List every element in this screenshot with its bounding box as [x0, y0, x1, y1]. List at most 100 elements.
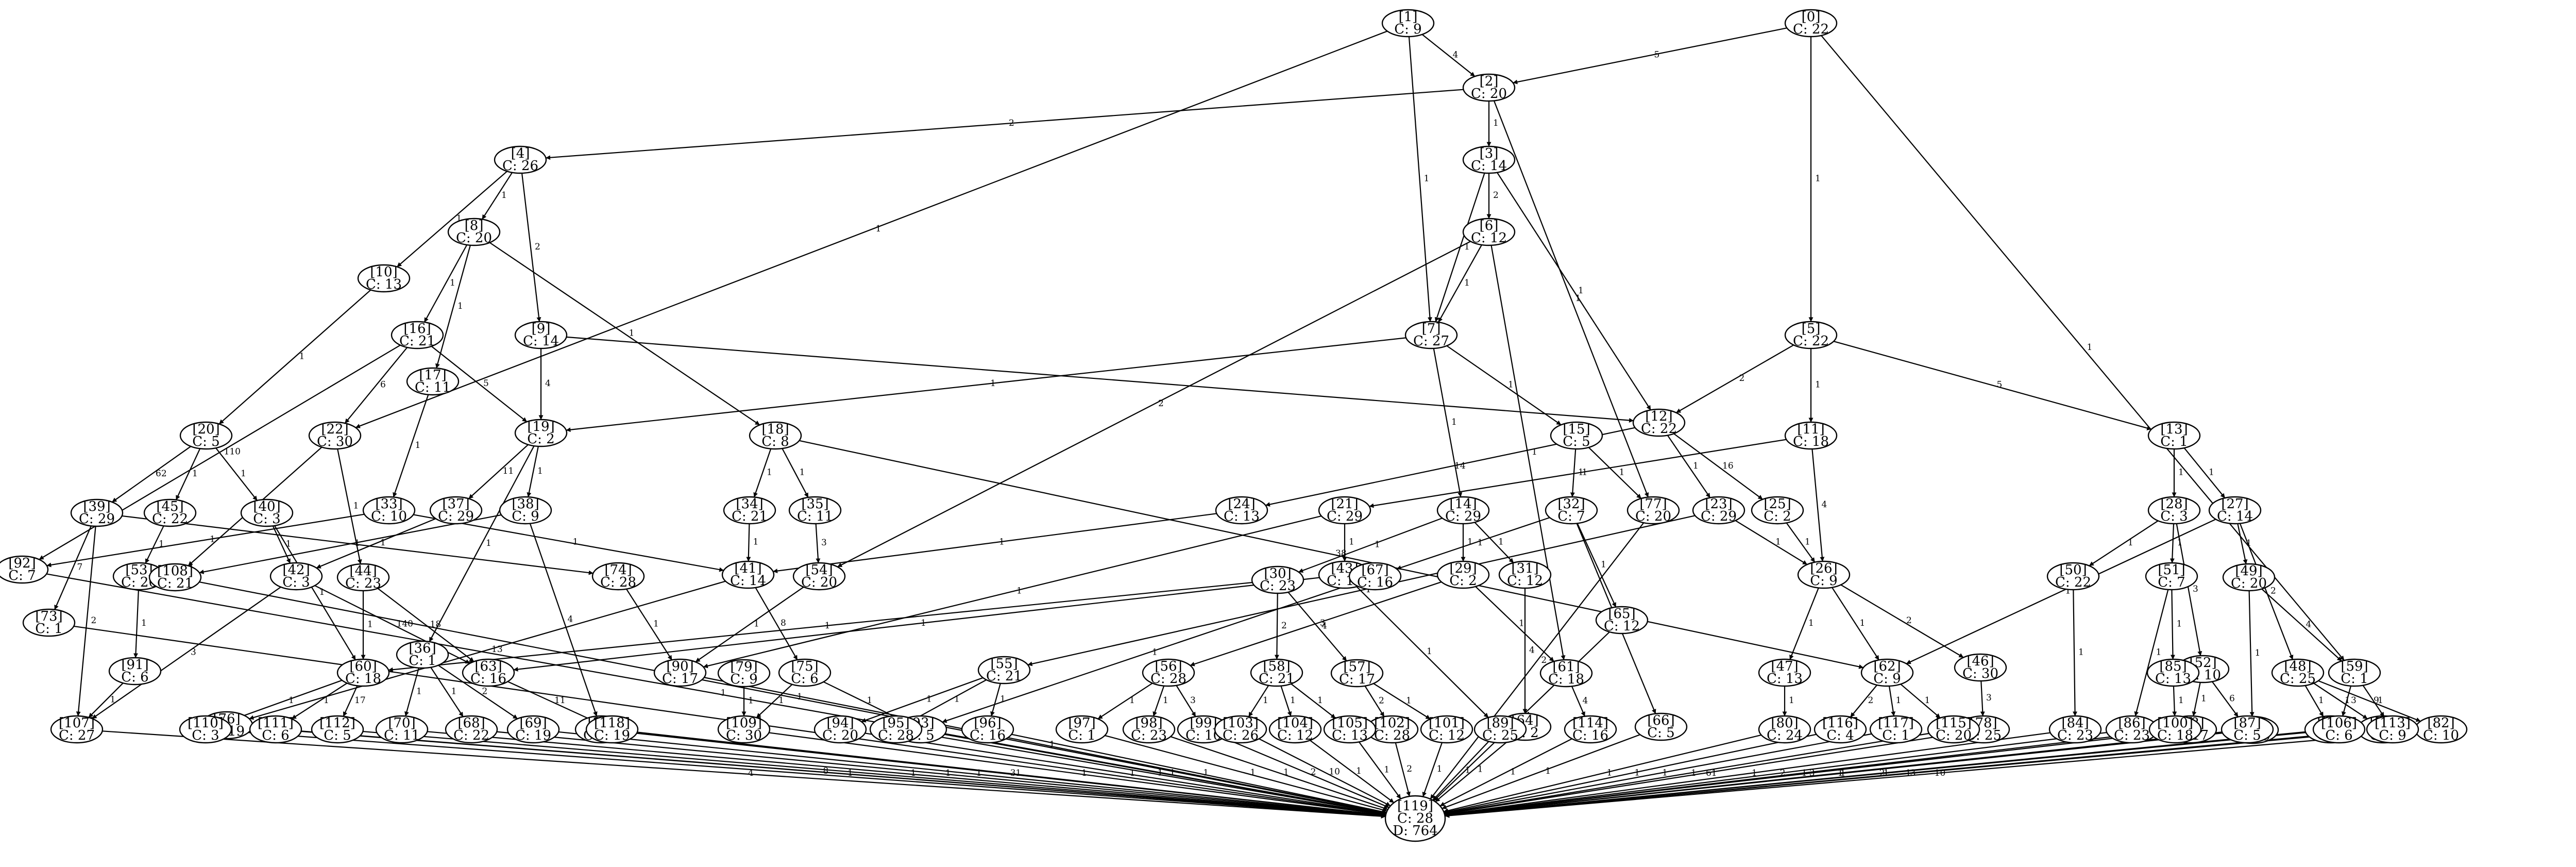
node-21: [21]C: 29	[1318, 496, 1371, 525]
edge-label-80-119: 1	[1606, 768, 1612, 778]
edge-39-73	[54, 525, 92, 610]
edge-4-8	[481, 172, 513, 220]
edge-label-17-33: 1	[415, 440, 421, 451]
edge-label-29-56: 3	[1320, 618, 1326, 628]
node-shape-31	[1498, 560, 1552, 589]
edge-4-10	[396, 171, 508, 268]
edge-label-116-119: 1	[1634, 768, 1640, 778]
edge-label-0-59: 1	[2087, 342, 2093, 353]
node-label-24-line-1: C: 13	[1224, 509, 1260, 524]
edge-label-62-115: 1	[1925, 695, 1930, 706]
edge-label-4-10: 1	[456, 213, 462, 224]
node-label-14-line-1: C: 29	[1445, 509, 1481, 524]
node-shape-50	[2046, 562, 2100, 591]
node-label-103-line-0: [103]	[1223, 715, 1259, 731]
node-63: [63]C: 16	[462, 658, 515, 687]
node-shape-89	[1473, 715, 1527, 744]
node-94: [94]C: 20	[814, 715, 867, 744]
node-84: [84]C: 23	[2048, 715, 2102, 744]
node-label-27-line-0: [27]	[2221, 496, 2248, 512]
edge-117-119	[1444, 733, 1872, 815]
node-102: [102]C: 28	[1365, 715, 1419, 744]
node-shape-119	[1384, 795, 1446, 842]
edge-4-9	[521, 173, 541, 322]
edge-label-84-119: 1	[1752, 768, 1757, 778]
node-shape-112	[311, 715, 364, 744]
edge-51-86	[2134, 589, 2169, 716]
node-87: [87]C: 5	[2221, 715, 2274, 744]
edge-label-70-119: 1	[910, 768, 916, 778]
node-label-28-line-1: C: 3	[2160, 509, 2188, 524]
node-label-60-line-0: [60]	[349, 659, 377, 674]
edge-label-6-7: 1	[1464, 278, 1470, 288]
edge-26-46	[1840, 584, 1964, 658]
node-31: [31]C: 12	[1498, 560, 1552, 589]
edge-label-8-17: 1	[457, 301, 463, 311]
node-shape-3	[1462, 145, 1516, 174]
edge-11-21	[1369, 439, 1787, 508]
node-89: [89]C: 25	[1473, 715, 1527, 744]
node-label-73-line-0: [73]	[35, 609, 62, 624]
edge-label-75-109: 1	[778, 695, 784, 706]
edge-label-55-95: 1	[954, 694, 960, 705]
node-shape-56	[1142, 658, 1195, 687]
edge-116-119	[1444, 733, 1817, 814]
node-label-12-line-0: [12]	[1645, 409, 1672, 424]
edge-20-45	[175, 448, 201, 501]
node-shape-75	[778, 658, 832, 687]
edge-28-51	[2170, 523, 2175, 563]
edge-label-52-87: 6	[2229, 694, 2235, 704]
node-shape-58	[1250, 658, 1303, 687]
edge-85-100	[2172, 686, 2177, 716]
node-label-19-line-1: C: 2	[527, 431, 554, 447]
node-shape-13	[2147, 421, 2201, 450]
edge-20-39	[111, 446, 192, 503]
edge-105-119	[1358, 741, 1401, 799]
edge-label-36-68: 1	[451, 687, 457, 697]
edge-72-119	[1444, 732, 2228, 818]
edge-49-59	[2261, 588, 2342, 662]
edge-38-71	[529, 523, 598, 716]
node-label-20-line-0: [20]	[192, 422, 219, 437]
edge-label-25-26: 1	[1805, 537, 1810, 547]
node-label-67-line-0: [67]	[1361, 562, 1388, 578]
node-shape-113	[2366, 715, 2419, 744]
edge-18-35	[782, 448, 809, 498]
node-label-69-line-1: C: 19	[515, 728, 551, 743]
edge-6-7	[1438, 244, 1482, 323]
node-label-4-line-0: [4]	[511, 146, 530, 161]
node-shape-73	[22, 608, 76, 637]
node-shape-118	[585, 715, 639, 744]
edge-28-50	[2089, 520, 2159, 566]
edge-label-60-111: 1	[324, 695, 329, 706]
edge-label-81-119: 1	[1906, 768, 1911, 778]
edge-69-119	[558, 731, 1386, 818]
node-label-101-line-0: [101]	[1429, 715, 1465, 731]
node-shape-94	[814, 715, 867, 744]
node-38: [38]C: 9	[499, 496, 552, 525]
edge-label-9-19: 4	[545, 378, 551, 389]
edge-11-26	[1811, 448, 1825, 562]
node-32: [32]C: 7	[1545, 496, 1598, 525]
edge-19-37	[468, 444, 529, 499]
edge-71-119	[626, 731, 1386, 818]
node-label-104-line-0: [104]	[1277, 715, 1313, 731]
node-label-34-line-1: C: 21	[732, 509, 768, 524]
edge-label-14-29: 1	[1467, 537, 1473, 547]
edge-115-119	[1444, 732, 1929, 815]
node-51: [51]C: 7	[2145, 562, 2198, 591]
node-label-60-line-1: C: 18	[345, 671, 381, 687]
edge-label-27-48: 2	[2270, 586, 2276, 596]
edge-56-97	[1097, 682, 1153, 720]
node-shape-105	[1323, 715, 1377, 744]
node-35: [35]C: 11	[788, 496, 842, 525]
node-label-1-line-0: [1]	[1399, 9, 1418, 25]
edge-label-6-61: 1	[1532, 447, 1537, 457]
node-85: [85]C: 13	[2146, 658, 2200, 687]
node-label-86-line-0: [86]	[2118, 715, 2145, 731]
edge-15-77	[1588, 447, 1642, 499]
edge-2-4	[546, 89, 1464, 160]
edge-label-109-119: 1	[1081, 768, 1087, 778]
node-label-119-line-1: C: 28	[1397, 811, 1433, 826]
node-shape-117	[1869, 715, 1923, 744]
